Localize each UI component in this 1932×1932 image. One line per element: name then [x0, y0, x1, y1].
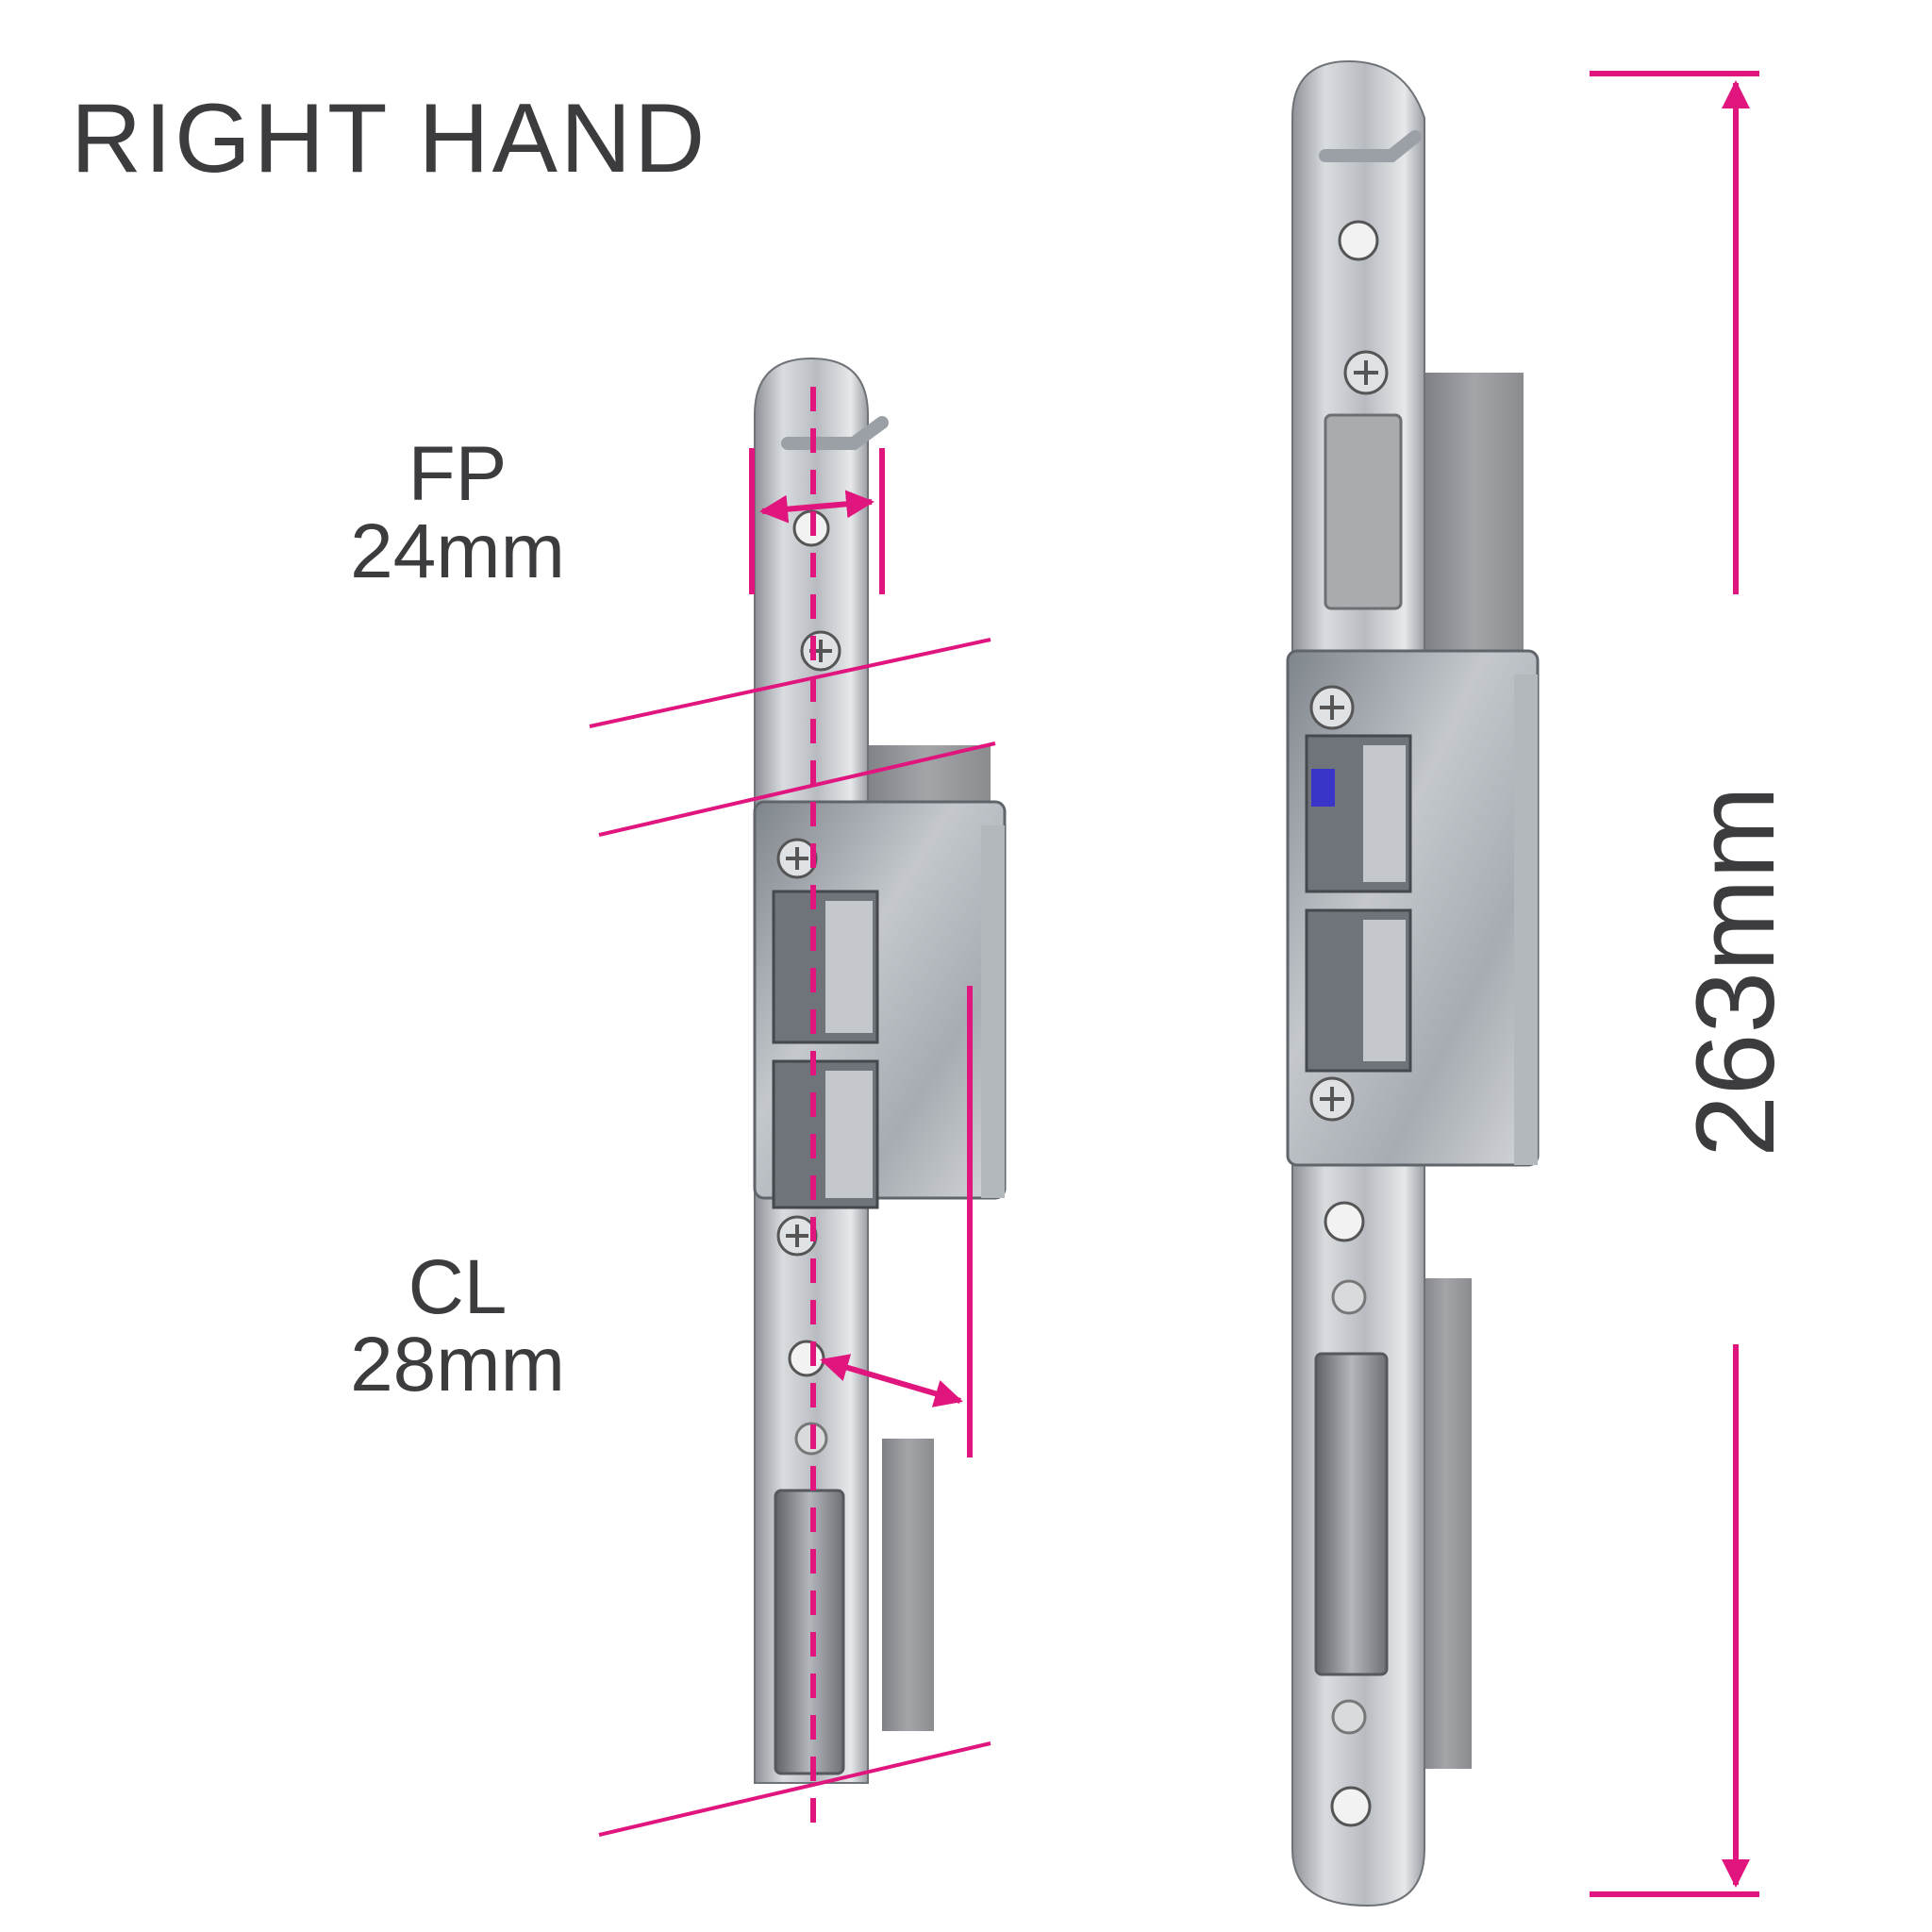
cl-dimension	[820, 986, 973, 1457]
screw-hole	[1330, 1786, 1372, 1827]
fp-arrow	[759, 490, 874, 524]
grey-latch-insert	[1324, 413, 1403, 610]
latch-hook	[1319, 130, 1422, 162]
blue-bolt-part	[1311, 769, 1335, 807]
screw-hole	[1338, 220, 1379, 261]
lock-case	[1424, 373, 1524, 665]
length-value: 263mm	[1674, 786, 1798, 1157]
fp-value: 24mm	[350, 508, 565, 594]
bolt-slot	[774, 1489, 845, 1775]
lock-full	[1286, 59, 1540, 1907]
break-line	[598, 1741, 991, 1837]
lock-case-lower	[882, 1439, 934, 1731]
length-dimension	[1590, 71, 1759, 1897]
cl-value: 28mm	[350, 1322, 565, 1407]
fp-dimension	[749, 448, 885, 594]
strike-plate-edge	[1514, 675, 1538, 1165]
lock-case-lower	[1420, 1278, 1472, 1769]
strike-plate-edge	[981, 825, 1005, 1198]
screw-hole	[1331, 1699, 1367, 1735]
break-line	[598, 741, 996, 837]
cl-arrow	[820, 1354, 963, 1407]
screw-hole	[1331, 1279, 1367, 1315]
fp-label: FP	[408, 431, 508, 517]
bolt-slot	[1314, 1352, 1389, 1676]
title: RIGHT HAND	[71, 84, 708, 193]
latch-hook	[781, 416, 889, 450]
screw-hole	[1324, 1201, 1365, 1242]
cl-label: CL	[408, 1244, 508, 1330]
screw-hole	[788, 1340, 825, 1377]
break-line	[589, 638, 991, 728]
